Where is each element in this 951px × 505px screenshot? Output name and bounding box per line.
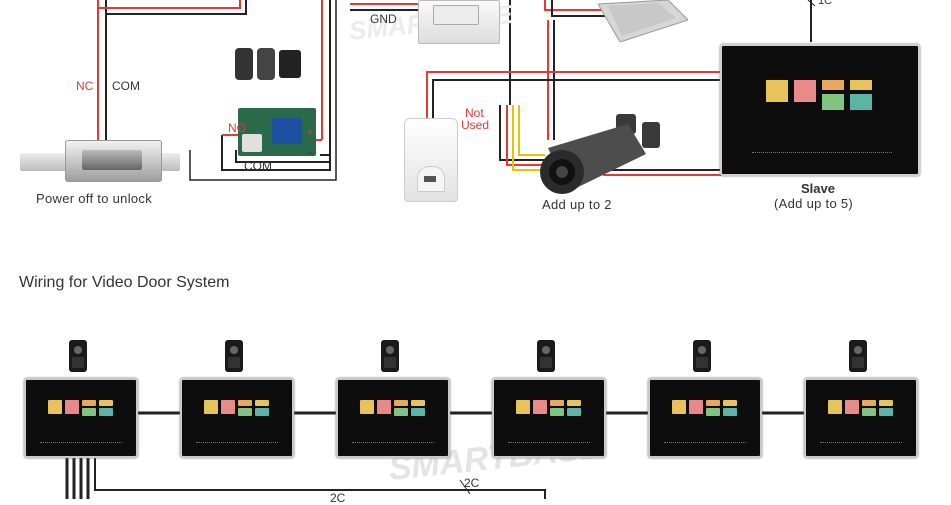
exit-button-wires — [350, 3, 420, 11]
indoor-monitor — [804, 378, 918, 458]
camera-caption: Add up to 2 — [542, 197, 612, 212]
door-camera-unit — [69, 340, 87, 372]
indoor-monitor — [492, 378, 606, 458]
section-title: Wiring for Video Door System — [19, 274, 230, 291]
relay-module — [238, 108, 316, 156]
lock-caption: Power off to unlock — [36, 191, 153, 206]
one-c-cable — [807, 0, 816, 42]
exit-button — [418, 0, 500, 44]
one-c-label: 1C — [818, 0, 833, 7]
door-camera-unit — [849, 340, 867, 372]
com-label-lock: COM — [112, 79, 140, 93]
minus-label: − — [308, 149, 314, 160]
indoor-monitor — [336, 378, 450, 458]
plus-label: + — [307, 128, 313, 139]
power-supply — [597, 0, 689, 43]
indoor-monitor — [24, 378, 138, 458]
indoor-monitor — [180, 378, 294, 458]
lock-wires — [97, 0, 247, 140]
nc-label: NC — [76, 79, 94, 93]
remote-fobs — [235, 48, 305, 82]
door-camera-unit — [537, 340, 555, 372]
door-camera-unit — [225, 340, 243, 372]
not-used-label-1: Not — [465, 106, 484, 120]
two-c-label: 2C — [464, 476, 480, 490]
com-label-relay: COM — [244, 159, 272, 173]
bottom-chain — [65, 411, 805, 499]
door-camera-unit — [381, 340, 399, 372]
cctv-camera — [538, 108, 662, 196]
relay-wires — [189, 0, 337, 181]
no-label: NO — [228, 121, 246, 135]
not-used-label-2: Used — [461, 118, 490, 132]
sensor-wires — [426, 71, 722, 176]
gnd-label: GND — [370, 12, 397, 26]
door-strike-lock — [20, 140, 180, 184]
slave-subtitle: (Add up to 5) — [774, 196, 854, 211]
pir-sensor — [404, 118, 458, 202]
slave-monitor — [720, 44, 920, 176]
two-c-label-partial: 2C — [330, 491, 346, 505]
indoor-monitor — [648, 378, 762, 458]
door-camera-unit — [693, 340, 711, 372]
slave-title: Slave — [801, 181, 835, 196]
